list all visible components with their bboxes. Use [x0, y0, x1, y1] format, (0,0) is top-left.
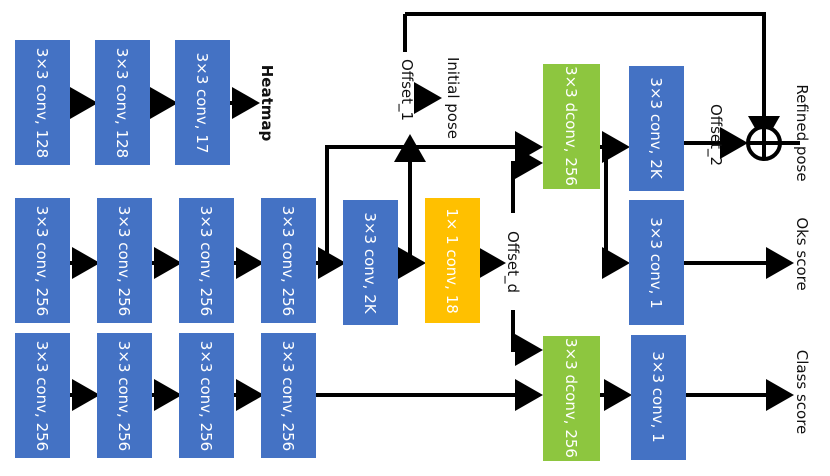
pose-block-4: 3×3 conv, 256 — [261, 198, 316, 323]
heatmap-block-1: 3×3 conv, 128 — [15, 40, 70, 165]
pose-block-3-label: 3×3 conv, 256 — [197, 206, 215, 316]
offsetd-to-dconv2 — [511, 310, 543, 366]
oks-conv-label: 3×3 conv, 1 — [647, 217, 665, 308]
skip-to-dconv — [325, 131, 543, 263]
offset-1-label: Offset_1 — [397, 59, 416, 121]
class-conv-block: 3×3 conv, 1 — [631, 335, 686, 460]
refined-pose-label: Refined pose — [793, 84, 811, 181]
pose-block-1: 3×3 conv, 256 — [15, 198, 70, 323]
heatmap-block-3: 3×3 conv, 17 — [175, 40, 230, 165]
heatmap-block-3-label: 3×3 conv, 17 — [193, 53, 211, 154]
oks-score-label: Oks score — [793, 217, 811, 290]
initial-pose-label: Initial pose — [444, 57, 462, 139]
offset-2-label: Offset_2 — [706, 104, 725, 166]
dconv1-to-oks — [602, 147, 630, 279]
heatmap-label: Heatmap — [258, 65, 276, 142]
offset-conv-label: 1× 1 conv, 18 — [443, 208, 461, 314]
pose-dconv-label: 3×3 dconv, 256 — [562, 66, 580, 186]
offsetd-to-dconv1 — [511, 147, 543, 213]
pose-block-1-label: 3×3 conv, 256 — [33, 206, 51, 316]
connectors — [70, 12, 800, 411]
class-block-2: 3×3 conv, 256 — [97, 333, 152, 458]
offset-d-label: Offset_d — [503, 231, 522, 293]
class-block-4-label: 3×3 conv, 256 — [279, 341, 297, 451]
sum-node — [746, 125, 782, 161]
class-block-3: 3×3 conv, 256 — [179, 333, 234, 458]
pose-block-4-label: 3×3 conv, 256 — [279, 206, 297, 316]
heatmap-block-2-label: 3×3 conv, 128 — [113, 48, 131, 158]
offset1-to-sum — [405, 12, 780, 144]
pose-block-2: 3×3 conv, 256 — [97, 198, 152, 323]
class-block-2-label: 3×3 conv, 256 — [115, 341, 133, 451]
heatmap-block-2: 3×3 conv, 128 — [95, 40, 150, 165]
pose-block-2k-label: 3×3 conv, 2K — [361, 212, 379, 314]
class-score-label: Class score — [793, 350, 811, 435]
pose-block-3: 3×3 conv, 256 — [179, 198, 234, 323]
refine-conv-label: 3×3 conv, 2K — [647, 77, 665, 179]
class-dconv-label: 3×3 dconv, 256 — [562, 338, 580, 458]
offset-conv-block: 1× 1 conv, 18 — [425, 198, 480, 323]
class-block-3-label: 3×3 conv, 256 — [197, 341, 215, 451]
pose-block-2-label: 3×3 conv, 256 — [115, 206, 133, 316]
pose-dconv-block: 3×3 dconv, 256 — [543, 64, 600, 189]
class-block-1: 3×3 conv, 256 — [15, 333, 70, 458]
class-conv-label: 3×3 conv, 1 — [649, 351, 667, 442]
oks-conv-block: 3×3 conv, 1 — [629, 200, 684, 325]
class-block-4: 3×3 conv, 256 — [261, 333, 316, 458]
class-dconv-block: 3×3 dconv, 256 — [543, 336, 600, 461]
class-block-1-label: 3×3 conv, 256 — [33, 341, 51, 451]
pose-block-2k: 3×3 conv, 2K — [343, 200, 398, 325]
refine-conv-block: 3×3 conv, 2K — [629, 66, 684, 191]
heatmap-block-1-label: 3×3 conv, 128 — [33, 48, 51, 158]
